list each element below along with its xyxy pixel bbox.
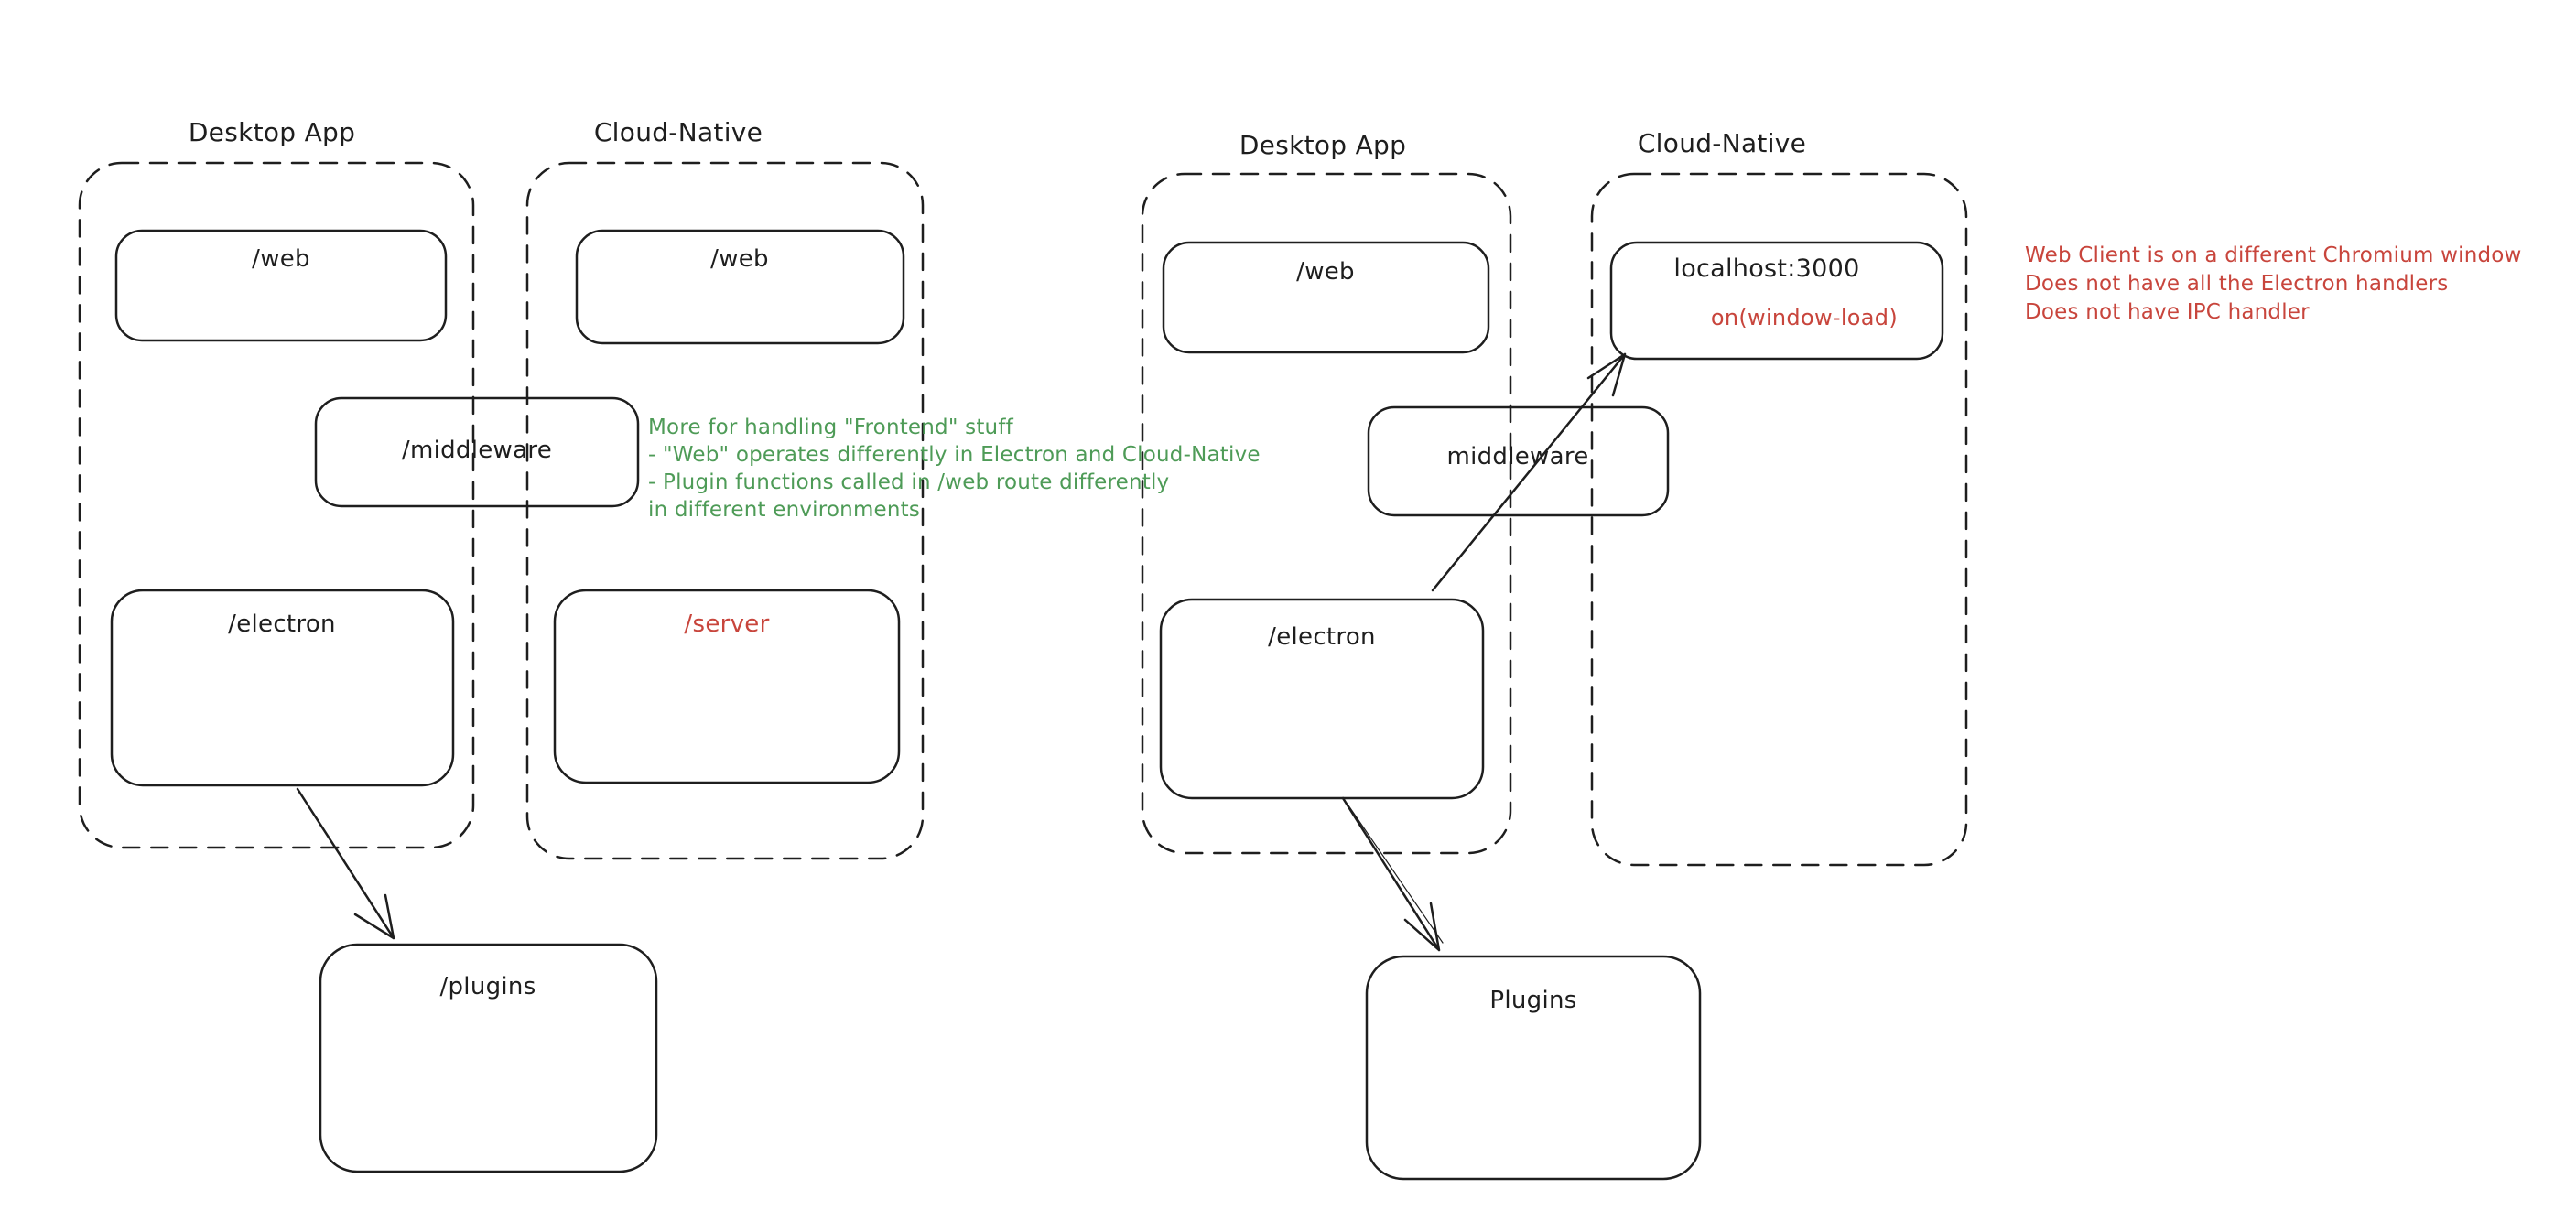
annotation-line: - "Web" operates differently in Electron… — [648, 443, 1261, 467]
label-server: /server — [684, 611, 770, 638]
label-middleware-right: middleware — [1446, 443, 1589, 470]
arrow-electron-to-plugins-right-sketch-stroke — [1348, 805, 1444, 944]
arrow-electron-to-plugins-left — [296, 787, 395, 940]
label-web-left-desktop: /web — [252, 245, 310, 273]
box-web-left-cloud — [575, 229, 905, 345]
box-web-right — [1162, 241, 1490, 354]
annotation-green-frontend-note: More for handling "Frontend" stuff - "We… — [648, 414, 1261, 524]
annotation-red-web-client-note: Web Client is on a different Chromium wi… — [2025, 242, 2522, 327]
box-localhost — [1609, 241, 1944, 361]
container-desktop-left — [78, 161, 475, 849]
group-title-desktop-right: Desktop App — [1239, 130, 1407, 160]
box-electron-right — [1159, 598, 1485, 800]
label-electron-right: /electron — [1268, 623, 1376, 651]
box-plugins-right — [1365, 955, 1702, 1181]
group-title-desktop-left: Desktop App — [188, 117, 356, 147]
arrow-electron-to-localhost — [1431, 352, 1627, 592]
box-middleware-right — [1367, 405, 1670, 517]
box-electron-left — [110, 589, 455, 787]
box-plugins-left — [319, 943, 658, 1173]
container-cloud-left — [525, 161, 925, 860]
group-title-cloud-right: Cloud-Native — [1637, 128, 1807, 158]
box-middleware-left — [314, 396, 640, 508]
label-plugins-left: /plugins — [439, 973, 536, 1000]
container-desktop-right — [1141, 172, 1512, 855]
annotation-line: Web Client is on a different Chromium wi… — [2025, 243, 2522, 267]
label-plugins-right: Plugins — [1489, 987, 1577, 1014]
label-on-window-load: on(window-load) — [1710, 305, 1898, 330]
container-cloud-right — [1590, 172, 1968, 867]
box-web-left-desktop — [114, 229, 448, 342]
annotation-line: Does not have IPC handler — [2025, 300, 2310, 324]
annotation-line: More for handling "Frontend" stuff — [648, 416, 1013, 439]
label-web-left-cloud: /web — [710, 245, 769, 273]
label-electron-left: /electron — [228, 611, 336, 638]
label-localhost: localhost:3000 — [1673, 254, 1860, 283]
arrow-electron-to-plugins-right — [1341, 796, 1441, 952]
box-server — [553, 589, 901, 784]
annotation-line: Does not have all the Electron handlers — [2025, 272, 2449, 296]
annotation-line: - Plugin functions called in /web route … — [648, 470, 1170, 494]
annotation-line: in different environments — [648, 498, 921, 522]
label-middleware-left: /middleware — [401, 437, 553, 464]
group-title-cloud-left: Cloud-Native — [593, 117, 763, 147]
label-web-right: /web — [1296, 258, 1355, 286]
